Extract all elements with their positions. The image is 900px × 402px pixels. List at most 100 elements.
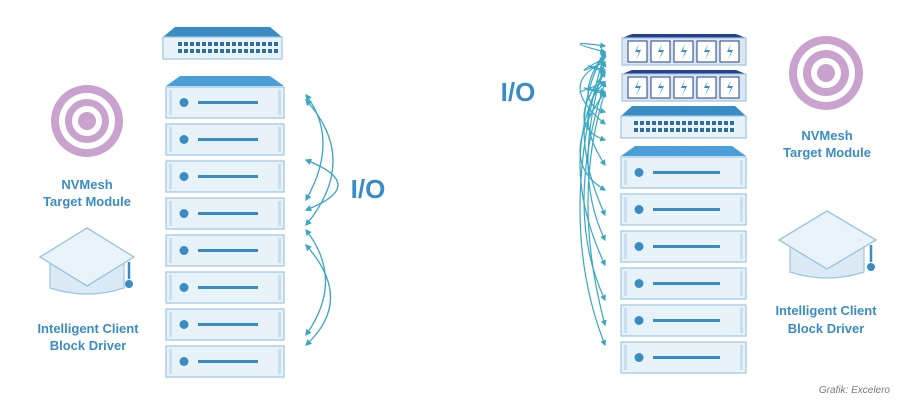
- lightning-icon: [635, 44, 641, 60]
- switch-port: [196, 49, 200, 53]
- switch-port: [214, 42, 218, 46]
- io-arrows: [304, 93, 339, 346]
- switch-port: [700, 128, 704, 132]
- target-module-icon: [789, 36, 863, 110]
- io-arrow: [583, 87, 607, 96]
- switch-port: [730, 121, 734, 125]
- client-driver-label-line2: Block Driver: [788, 321, 865, 336]
- nvme-drive: [696, 76, 717, 99]
- switch-port: [646, 121, 650, 125]
- io-arrows: [579, 42, 607, 347]
- server-unit: [620, 230, 747, 263]
- lightning-icon: [727, 80, 733, 96]
- switch-port: [208, 49, 212, 53]
- nvme-drive: [627, 76, 648, 99]
- server-unit: [620, 193, 747, 226]
- target-module-label-line1: NVMesh: [61, 177, 112, 192]
- client-driver-label-line2: Block Driver: [50, 338, 127, 353]
- switch-port: [640, 128, 644, 132]
- io-arrow: [579, 42, 607, 54]
- switch-port: [712, 128, 716, 132]
- lightning-icon: [681, 80, 687, 96]
- switch-port: [724, 121, 728, 125]
- io-arrow: [587, 60, 607, 242]
- io-arrow: [579, 61, 607, 125]
- lightning-icon: [681, 44, 687, 60]
- io-arrow: [587, 90, 607, 327]
- switch-port: [232, 42, 236, 46]
- switch-port: [718, 121, 722, 125]
- nvme-drive: [627, 40, 648, 63]
- nvme-drive: [673, 76, 694, 99]
- switch-port: [238, 42, 242, 46]
- switch-port: [274, 42, 278, 46]
- switch-port: [184, 49, 188, 53]
- switch-port: [664, 128, 668, 132]
- switch-port: [220, 42, 224, 46]
- client-driver-icon: [38, 227, 136, 295]
- server-unit: [165, 345, 285, 378]
- client-driver-icon: [777, 210, 878, 279]
- switch-port: [244, 42, 248, 46]
- switch-port: [694, 128, 698, 132]
- switch-port: [640, 121, 644, 125]
- target-module-label-line1: NVMesh: [801, 128, 852, 143]
- server-unit: [165, 271, 285, 304]
- io-label: I/O: [501, 77, 536, 107]
- io-arrow: [587, 81, 606, 167]
- nvme-shelves: [621, 34, 747, 102]
- lightning-icon: [658, 44, 664, 60]
- switch-port: [664, 121, 668, 125]
- switch-port: [670, 121, 674, 125]
- switch-port: [220, 49, 224, 53]
- nvme-drive: [719, 40, 740, 63]
- switch-port: [262, 49, 266, 53]
- switch-port: [268, 49, 272, 53]
- switch-port: [682, 128, 686, 132]
- io-arrow: [583, 80, 607, 302]
- server-unit: [165, 160, 285, 193]
- client-driver-label-line1: Intelligent Client: [37, 321, 139, 336]
- switch-port: [724, 128, 728, 132]
- switch-port: [658, 128, 662, 132]
- switch-port: [706, 128, 710, 132]
- switch-port: [670, 128, 674, 132]
- switch-port: [730, 128, 734, 132]
- nvme-drive: [650, 76, 671, 99]
- target-module-label-line2: Target Module: [783, 145, 871, 160]
- network-switch: [620, 106, 747, 139]
- switch-port: [700, 121, 704, 125]
- switch-port: [682, 121, 686, 125]
- switch-port: [634, 128, 638, 132]
- server-unit: [620, 156, 747, 189]
- switch-port: [214, 49, 218, 53]
- switch-port: [184, 42, 188, 46]
- server-rack: [165, 76, 285, 378]
- switch-port: [274, 49, 278, 53]
- switch-port: [718, 128, 722, 132]
- switch-port: [202, 42, 206, 46]
- switch-port: [652, 121, 656, 125]
- io-label: I/O: [351, 174, 386, 204]
- io-arrow: [579, 50, 607, 347]
- nvme-shelf: [621, 34, 747, 66]
- switch-port: [694, 121, 698, 125]
- switch-port: [646, 128, 650, 132]
- switch-port: [250, 42, 254, 46]
- switch-port: [250, 49, 254, 53]
- switch-port: [256, 49, 260, 53]
- switch-port: [262, 42, 266, 46]
- switch-port: [676, 128, 680, 132]
- nvme-drive: [650, 40, 671, 63]
- switch-port: [208, 42, 212, 46]
- switch-port: [688, 121, 692, 125]
- lightning-icon: [635, 80, 641, 96]
- switch-port: [226, 42, 230, 46]
- switch-port: [202, 49, 206, 53]
- switch-port: [676, 121, 680, 125]
- nvme-drive: [719, 76, 740, 99]
- lightning-icon: [658, 80, 664, 96]
- switch-port: [196, 42, 200, 46]
- right-panel: I/O NVMesh Target Module: [501, 34, 878, 374]
